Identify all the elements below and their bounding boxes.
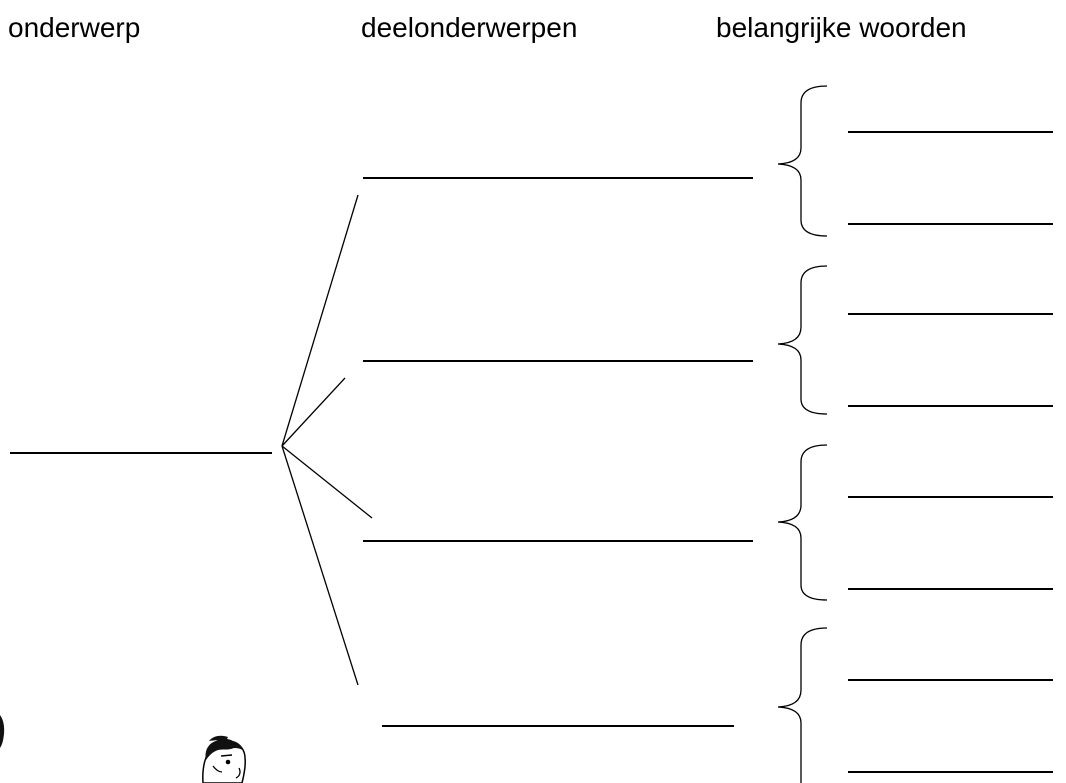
connector-line — [281, 377, 346, 447]
image-fragment — [0, 715, 5, 748]
curly-brace-icon — [777, 627, 828, 783]
connector-line — [281, 194, 359, 447]
curly-brace-icon — [777, 85, 828, 237]
connector-line — [281, 445, 373, 519]
curly-brace-icon — [777, 265, 828, 415]
heading-belangrijke-woorden: belangrijke woorden — [716, 12, 967, 43]
heading-deelonderwerpen: deelonderwerpen — [361, 12, 578, 43]
connector-line — [281, 445, 359, 686]
curly-brace-icon — [777, 444, 828, 601]
topic-connectors — [281, 194, 373, 686]
cartoon-figure-icon — [202, 735, 246, 783]
heading-onderwerp: onderwerp — [8, 12, 141, 43]
